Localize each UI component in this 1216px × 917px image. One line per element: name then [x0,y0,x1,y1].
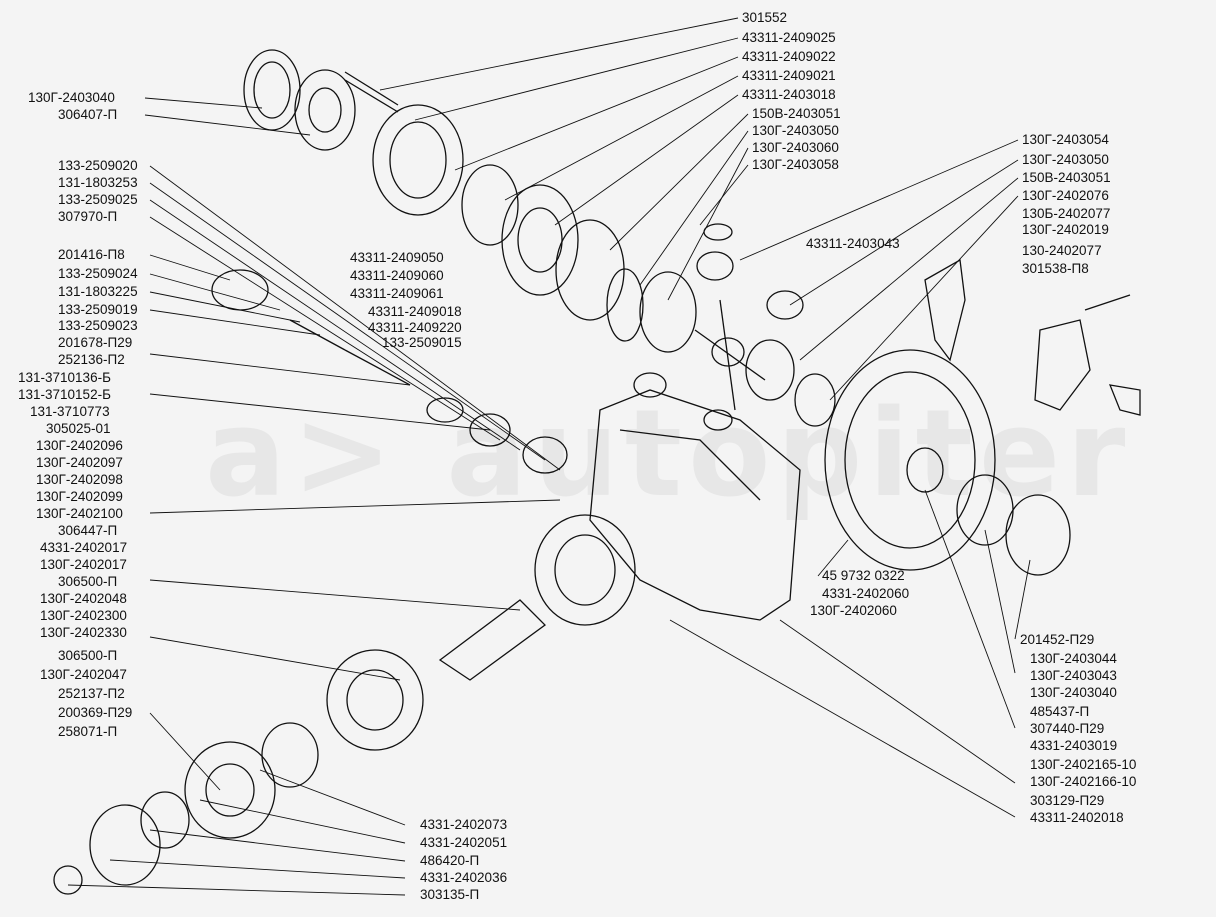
part-label: 200369-П29 [58,705,133,720]
part-label: 130Г-2403040 [1030,685,1117,700]
axle-housing-part [534,389,801,626]
part-label: 133-2509015 [382,335,462,350]
part-label: 43311-2403043 [806,236,900,251]
part-label: 133-2509019 [58,302,138,317]
part-label: 486420-П [420,853,480,868]
part-label: 307970-П [58,209,118,224]
part-label: 133-2509025 [58,192,138,207]
part-label: 130Г-2402076 [1022,188,1109,203]
part-label: 133-2509020 [58,158,138,173]
part-label: 4331-2402017 [40,540,128,555]
part-label: 307440-П29 [1030,721,1105,736]
part-label: 130Г-2402098 [36,472,123,487]
part-label: 130Г-2402096 [36,438,123,453]
drive-pinion-part [53,599,546,895]
ring-gear-part [824,349,1071,576]
bearing-cap-part [924,258,1141,416]
part-label: 485437-П [1030,704,1090,719]
part-label: 303129-П29 [1030,793,1105,808]
part-label: 130Г-2402165-10 [1030,757,1137,772]
part-label: 133-2509023 [58,318,138,333]
part-label: 130Г-2402166-10 [1030,774,1137,789]
watermark: a> autopiter [205,385,1132,524]
part-label: 130Г-2403058 [752,157,839,172]
part-label: 131-3710152-Б [18,387,111,402]
part-label: 130Г-2402330 [40,625,127,640]
part-label: 130Г-2402100 [36,506,123,521]
part-label: 301552 [742,10,788,25]
part-label: 130-2402077 [1022,243,1102,258]
part-label: 131-3710773 [30,404,110,419]
part-label: 150В-2403051 [1022,170,1111,185]
part-label: 306447-П [58,523,118,538]
part-label: 201678-П29 [58,335,133,350]
part-label: 130Г-2403050 [752,123,839,138]
part-label: 130Г-2403050 [1022,152,1109,167]
part-label: 43311-2409021 [742,68,836,83]
bearing-seal-part [243,49,399,151]
part-label: 306407-П [58,107,118,122]
part-label: 130Г-2403043 [1030,668,1117,683]
part-label: 4331-2402036 [420,870,508,885]
part-label: 252137-П2 [58,686,125,701]
spider-gears-part [633,223,836,431]
part-label: 130Г-2402060 [810,603,897,618]
part-label: 130Г-2403054 [1022,132,1109,147]
part-label: 43311-2409060 [350,268,444,283]
part-label: 4331-2402073 [420,817,508,832]
part-label: 130Г-2402300 [40,608,127,623]
part-label: 201416-П8 [58,247,125,262]
part-label: 306500-П [58,574,118,589]
part-label: 130Г-2402048 [40,591,127,606]
part-label: 130Г-2403040 [28,90,115,105]
part-label: 130Б-2402077 [1022,206,1111,221]
part-label: 305025-01 [46,421,111,436]
part-label: 130Г-2402017 [40,557,127,572]
part-label: 4331-2402060 [822,586,910,601]
part-label: 301538-П8 [1022,261,1089,276]
part-label: 130Г-2402097 [36,455,123,470]
leader-lines [67,17,1031,896]
part-label: 201452-П29 [1020,632,1095,647]
part-label: 43311-2409220 [368,320,462,335]
part-label: 43311-2409022 [742,49,836,64]
part-label: 43311-2409025 [742,30,836,45]
part-label: 45 9732 0322 [822,568,905,583]
part-label: 306500-П [58,648,118,663]
part-label: 130Г-2402047 [40,667,127,682]
part-label: 43311-2409050 [350,250,444,265]
part-label: 43311-2402018 [1030,810,1124,825]
part-label: 133-2509024 [58,266,138,281]
part-label: 43311-2409018 [368,304,462,319]
part-label: 303135-П [420,887,480,902]
part-label: 4331-2403019 [1030,738,1118,753]
part-label: 130Г-2402099 [36,489,123,504]
part-label: 130Г-2403060 [752,140,839,155]
part-label: 130Г-2402019 [1022,222,1109,237]
part-label: 4331-2402051 [420,835,508,850]
part-label: 131-1803225 [58,284,138,299]
part-label: 258071-П [58,724,118,739]
part-label: 150В-2403051 [752,106,841,121]
part-label: 131-3710136-Б [18,370,111,385]
diff-case-half-part [372,104,697,353]
part-label: 130Г-2403044 [1030,651,1117,666]
part-label: 252136-П2 [58,352,125,367]
part-label: 131-1803253 [58,175,138,190]
part-label: 43311-2403018 [742,87,836,102]
part-label: 43311-2409061 [350,286,444,301]
